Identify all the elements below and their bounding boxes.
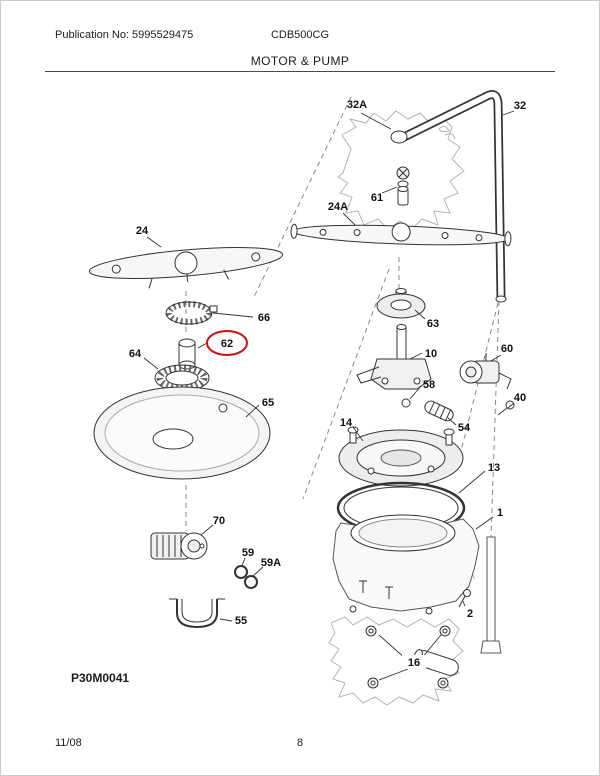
drain-valve-motor [459, 353, 515, 416]
highlight-circle [206, 330, 248, 356]
middle-spray-arm [290, 222, 512, 247]
part-label-55: 55 [235, 615, 247, 627]
pump-impeller [356, 324, 432, 390]
alignment-lines [185, 96, 500, 538]
publication-number: Publication No: 5995529475 [55, 29, 194, 41]
part-label-63: 63 [427, 318, 439, 330]
bearing-cap [165, 301, 218, 325]
shaft-sleeve [178, 338, 196, 370]
screw-58 [401, 398, 411, 408]
upper-feed-tube [390, 90, 507, 303]
footer-page-number: 8 [296, 737, 304, 749]
leader-lines [143, 110, 515, 681]
part-label-16: 16 [408, 657, 420, 669]
part-label-24A: 24A [328, 201, 348, 213]
part-label-62: 62 [221, 338, 233, 350]
corrugated-hose [424, 400, 454, 422]
part-label-13: 13 [488, 462, 500, 474]
page-title: MOTOR & PUMP [250, 54, 350, 68]
support-ring [338, 426, 464, 487]
model-number: CDB500CG [270, 29, 330, 41]
part-label-24: 24 [136, 225, 149, 237]
part-label-70: 70 [213, 515, 225, 527]
volute-grommet [376, 288, 426, 319]
footer-date: 11/08 [55, 737, 82, 749]
part-label-1: 1 [497, 507, 503, 519]
part-label-66: 66 [258, 312, 270, 324]
o-rings [234, 565, 258, 589]
part-label-40: 40 [514, 392, 526, 404]
drain-solenoid [150, 532, 208, 560]
part-label-54: 54 [458, 422, 471, 434]
part-label-60: 60 [501, 343, 513, 355]
mounting-screw [458, 589, 471, 608]
lower-spray-arm [88, 247, 284, 289]
sump-housing [332, 514, 502, 654]
part-label-64: 64 [129, 348, 142, 360]
part-label-59A: 59A [261, 557, 281, 569]
header-rule [45, 71, 555, 72]
part-label-2: 2 [467, 608, 473, 620]
check-valve [396, 166, 410, 206]
part-label-32A: 32A [347, 99, 367, 111]
part-label-32: 32 [514, 100, 526, 112]
filter-plate [93, 386, 271, 480]
part-callouts: 32A 32 61 24A 24 66 62 63 10 60 64 58 40… [129, 99, 526, 669]
part-label-59: 59 [242, 547, 254, 559]
part-label-65: 65 [262, 397, 274, 409]
base-clips [365, 625, 451, 689]
part-label-61: 61 [371, 192, 383, 204]
part-label-10: 10 [425, 348, 437, 360]
diagram-code: P30M0041 [71, 671, 130, 685]
part-label-14: 14 [340, 417, 353, 429]
mounting-bracket [169, 598, 225, 629]
part-label-58: 58 [423, 379, 435, 391]
